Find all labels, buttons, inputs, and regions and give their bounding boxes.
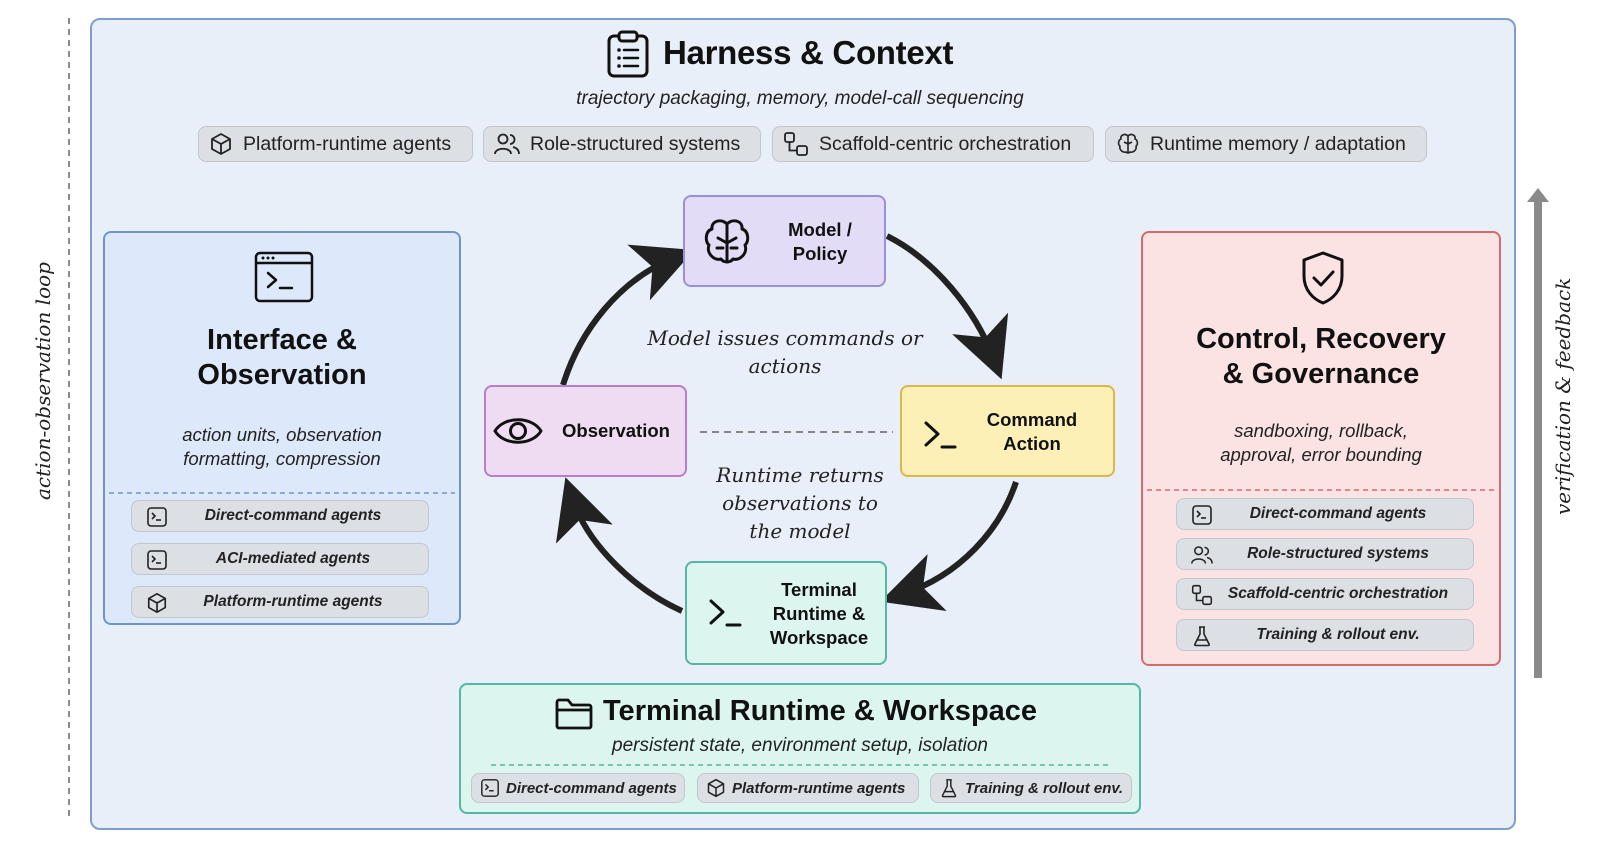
flask-icon (1194, 626, 1210, 647)
loop-divider-line (68, 18, 70, 818)
workspace-subtitle: persistent state, environment setup, iso… (612, 735, 988, 756)
clipboard-icon (607, 30, 649, 78)
node-line: Policy (792, 243, 848, 264)
chip-role-structured: Role-structured systems (483, 126, 761, 162)
command-action-node: Command Action (900, 385, 1115, 477)
command-action-label: Command Action (977, 408, 1087, 456)
interface-item-aci-mediated: ACI-mediated agents (131, 543, 429, 575)
interface-observation-panel: Interface & Observation action units, ob… (103, 231, 461, 625)
control-item-scaffold-centric: Scaffold-centric orchestration (1176, 578, 1474, 610)
observation-node: Observation (484, 385, 687, 477)
control-item-role-structured: Role-structured systems (1176, 538, 1474, 570)
chip-label: Role-structured systems (530, 132, 741, 155)
terminal-prompt-icon (924, 421, 957, 449)
model-policy-node: Model / Policy (683, 195, 886, 287)
interface-title-line1: Interface & (207, 324, 357, 356)
shield-check-icon (1302, 251, 1344, 305)
workspace-item-platform-runtime: Platform-runtime agents (697, 773, 919, 803)
pill-label: Scaffold-centric orchestration (1227, 585, 1449, 602)
chip-runtime-memory: Runtime memory / adaptation (1105, 126, 1427, 162)
harness-title: Harness & Context (663, 34, 954, 71)
cube-icon (147, 593, 167, 613)
control-title-line2: & Governance (1222, 358, 1420, 390)
node-line: Command (986, 409, 1078, 430)
interface-subtitle-line2: formatting, compression (183, 448, 381, 469)
chip-platform-runtime: Platform-runtime agents (198, 126, 473, 162)
workflow-icon (784, 132, 808, 156)
terminal-window-icon (254, 251, 314, 303)
control-item-training-rollout: Training & rollout env. (1176, 619, 1474, 651)
interface-subtitle-line1: action units, observation (182, 424, 382, 445)
pill-label: ACI-mediated agents (215, 550, 371, 567)
brain-icon (1117, 133, 1139, 154)
node-line: Terminal (781, 579, 857, 600)
node-line: Workspace (769, 627, 869, 648)
pill-label: Platform-runtime agents (203, 593, 383, 610)
harness-subtitle: trajectory packaging, memory, model-call… (576, 88, 1024, 109)
node-line: Runtime & (772, 603, 866, 624)
caption-line: observations to (722, 491, 878, 515)
arrow-command-to-terminal (880, 481, 1019, 612)
arrow-terminal-to-observation (555, 477, 684, 614)
terminal-icon (1192, 505, 1212, 525)
pill-label: Training & rollout env. (965, 779, 1124, 797)
interface-item-platform-runtime: Platform-runtime agents (131, 586, 429, 618)
caption-model-issues: Model issues commands or actions (620, 324, 950, 380)
arrow-observation-to-model (560, 244, 695, 386)
folder-icon (555, 698, 593, 730)
interface-title-line2: Observation (197, 359, 367, 391)
users-icon (494, 133, 520, 155)
chip-label: Scaffold-centric orchestration (819, 132, 1072, 155)
terminal-icon (147, 550, 167, 570)
cube-icon (211, 133, 231, 155)
users-icon (1191, 546, 1213, 564)
caption-line: the model (749, 519, 851, 543)
verification-arrow (1527, 188, 1549, 678)
chip-label: Platform-runtime agents (243, 132, 452, 155)
eye-icon (493, 418, 543, 444)
pill-label: Role-structured systems (1247, 545, 1429, 562)
terminal-prompt-icon (709, 599, 742, 627)
brain-icon (704, 219, 750, 264)
workspace-title: Terminal Runtime & Workspace (603, 695, 1038, 727)
workflow-icon (1191, 584, 1213, 606)
chip-scaffold-centric: Scaffold-centric orchestration (772, 126, 1094, 162)
pill-label: Direct-command agents (204, 507, 382, 524)
node-line: Model / (788, 219, 852, 240)
caption-line: actions (748, 354, 822, 378)
workspace-item-training-rollout: Training & rollout env. (930, 773, 1132, 803)
cube-icon (707, 778, 725, 798)
control-subtitle-line1: sandboxing, rollback, (1234, 420, 1408, 441)
arrow-model-to-command (885, 233, 1009, 380)
divider (491, 764, 1111, 766)
workspace-item-direct-command: Direct-command agents (471, 773, 685, 803)
interface-item-direct-command: Direct-command agents (131, 500, 429, 532)
terminal-runtime-label: Terminal Runtime & Workspace (759, 578, 879, 650)
terminal-runtime-node: Terminal Runtime & Workspace (685, 561, 887, 665)
pill-label: Platform-runtime agents (732, 779, 906, 797)
observation-label: Observation (562, 420, 670, 441)
node-line: Action (1003, 433, 1061, 454)
pill-label: Training & rollout env. (1256, 626, 1420, 643)
caption-runtime-returns: Runtime returns observations to the mode… (680, 461, 920, 545)
caption-line: Runtime returns (716, 463, 884, 487)
flask-icon (941, 779, 957, 798)
control-governance-panel: Control, Recovery & Governance sandboxin… (1141, 231, 1501, 666)
control-subtitle-line2: approval, error bounding (1220, 444, 1422, 465)
control-title-line1: Control, Recovery (1196, 323, 1446, 355)
model-policy-label: Model / Policy (770, 218, 870, 266)
terminal-icon (147, 507, 167, 527)
caption-line: Model issues commands or (647, 326, 923, 350)
divider (1147, 489, 1495, 491)
pill-label: Direct-command agents (1249, 505, 1427, 522)
chip-label: Runtime memory / adaptation (1150, 132, 1406, 155)
pill-label: Direct-command agents (506, 779, 677, 797)
control-item-direct-command: Direct-command agents (1176, 498, 1474, 530)
divider (109, 492, 455, 494)
terminal-icon (481, 779, 499, 797)
